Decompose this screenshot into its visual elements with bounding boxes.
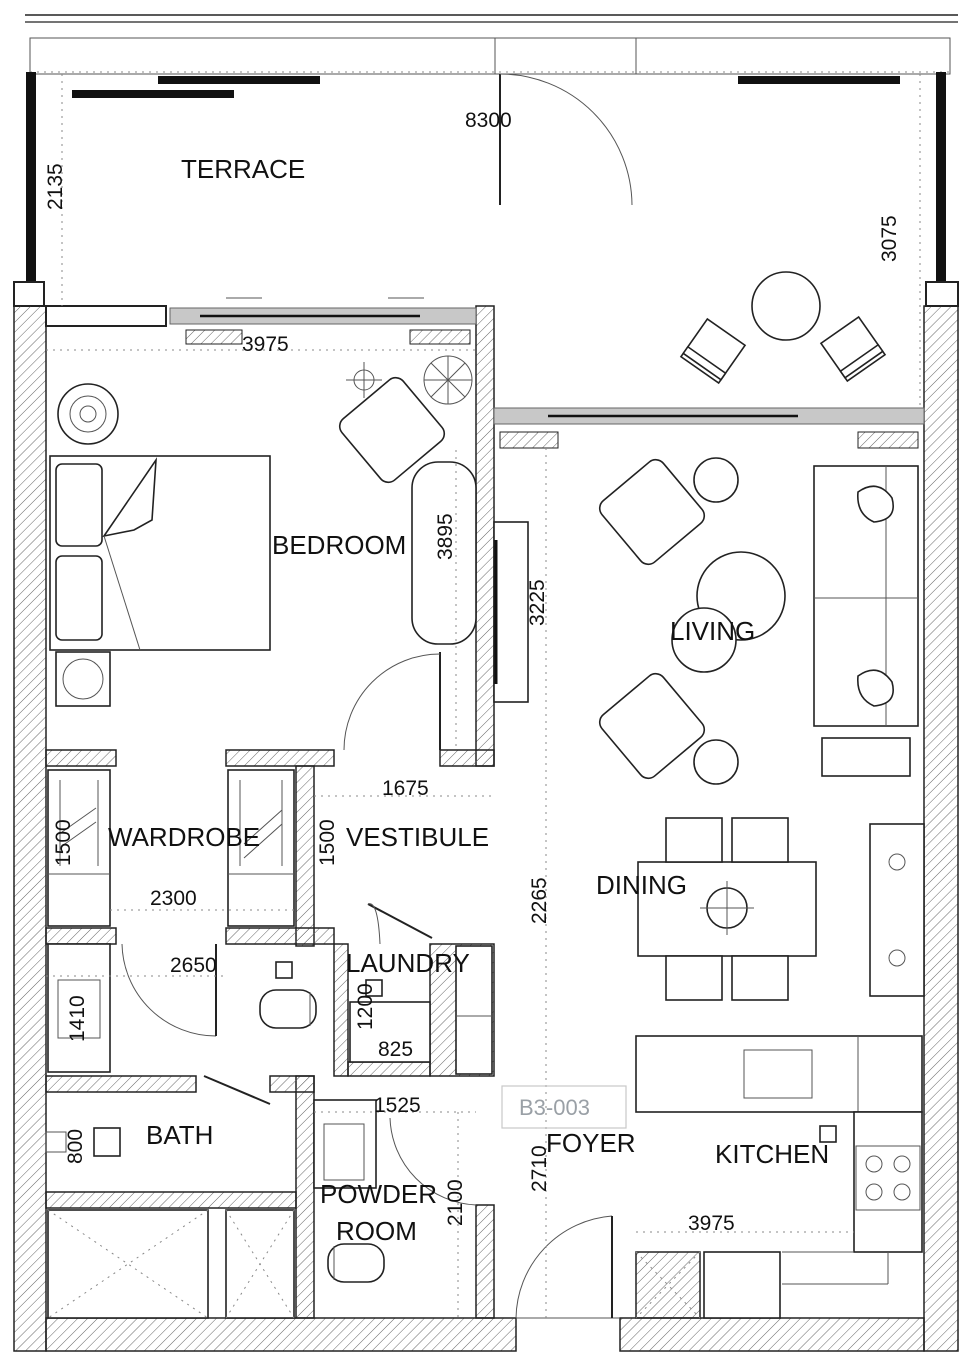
bedside-lamp-top <box>57 383 119 445</box>
living-ottoman <box>821 737 911 777</box>
terrace-walls <box>13 72 959 307</box>
dim-dining-depth: 2265 <box>528 877 551 924</box>
bedside-table <box>55 651 111 707</box>
dim-bath-vanity-depth: 800 <box>64 1129 87 1164</box>
bath-toilet <box>259 961 317 1029</box>
terrace-chair-right <box>819 315 887 383</box>
dim-bath-width: 2650 <box>170 954 217 977</box>
washer <box>349 979 431 1063</box>
room-label-laundry: LAUNDRY <box>346 948 470 978</box>
dim-wardrobe-depth-left: 1500 <box>52 819 75 866</box>
dim-living-depth: 3225 <box>526 579 549 626</box>
bedroom-desk <box>411 461 477 645</box>
room-label-bath: BATH <box>146 1120 213 1150</box>
bedroom-armchair <box>338 376 446 484</box>
kitchen-island <box>635 1035 923 1113</box>
dim-terrace-depth-right: 3075 <box>878 215 901 262</box>
room-label-powder-room: ROOM <box>336 1216 417 1246</box>
dining-table <box>637 817 817 1001</box>
shower-left <box>47 1209 209 1319</box>
powder-door[interactable] <box>389 1117 477 1206</box>
shower-right <box>225 1209 295 1319</box>
bath-vanity <box>47 943 111 1073</box>
sofa <box>813 465 919 727</box>
dim-terrace-width: 8300 <box>465 109 512 132</box>
dim-kitchen-width: 3975 <box>688 1212 735 1235</box>
powder-vanity <box>313 1099 377 1189</box>
fridge <box>635 1251 781 1319</box>
room-label-foyer: FOYER <box>546 1128 636 1158</box>
dim-terrace-depth-left: 2135 <box>44 163 67 210</box>
dim-bedroom-width: 3975 <box>242 333 289 356</box>
room-label-living: LIVING <box>670 616 755 646</box>
bedroom-plant <box>423 355 473 405</box>
terrace-table <box>751 271 821 341</box>
dim-foyer-depth: 2710 <box>528 1145 551 1192</box>
dim-powder-depth: 2100 <box>444 1179 467 1226</box>
dim-vestibule-width: 1675 <box>382 777 429 800</box>
room-label-kitchen: KITCHEN <box>715 1139 829 1169</box>
room-label-vestibule: VESTIBULE <box>346 822 489 852</box>
bedroom-sliding-door[interactable] <box>169 297 477 345</box>
dim-wardrobe-width: 2300 <box>150 887 197 910</box>
tv-unit <box>493 521 529 703</box>
room-label-wardrobe: WARDROBE <box>108 822 260 852</box>
wardrobe-right <box>227 769 295 927</box>
laundry-door[interactable] <box>367 903 433 945</box>
terrace-balustrade <box>25 14 958 75</box>
dim-wardrobe-depth-right: 1500 <box>316 819 339 866</box>
kitchen-counter <box>819 1111 923 1253</box>
bedroom-door[interactable] <box>343 652 441 751</box>
laundry-shelf <box>455 945 493 1075</box>
terrace-chair-left <box>679 317 747 385</box>
dim-laundry-depth: 1200 <box>354 983 377 1030</box>
bed <box>49 455 271 651</box>
living-coffee-table <box>671 551 786 673</box>
living-armchair-bottom <box>598 672 739 785</box>
dim-laundry-width: 825 <box>378 1038 413 1061</box>
bedroom-spotlight <box>346 362 382 398</box>
dining-sideboard <box>869 823 925 997</box>
living-armchair-top <box>598 457 739 566</box>
dim-bedroom-depth: 3895 <box>434 513 457 560</box>
dimension-lines <box>46 74 921 1318</box>
living-sliding-door[interactable] <box>493 407 925 449</box>
dim-powder-width: 1525 <box>374 1094 421 1117</box>
room-label-terrace: TERRACE <box>181 154 305 184</box>
bath-door[interactable] <box>121 943 271 1105</box>
entry-door[interactable] <box>515 1215 620 1319</box>
room-label-powder: POWDER <box>320 1179 437 1209</box>
powder-toilet <box>327 1243 385 1283</box>
terrace-door[interactable] <box>499 73 633 206</box>
unit-code-box <box>501 1085 627 1129</box>
room-label-dining: DINING <box>596 870 687 900</box>
dim-bath-sink-depth: 1410 <box>66 995 89 1042</box>
wardrobe-left <box>47 769 111 927</box>
unit-code: B3-003 <box>519 1095 590 1120</box>
room-label-bedroom: BEDROOM <box>272 530 406 560</box>
bath-basin <box>45 1127 121 1157</box>
